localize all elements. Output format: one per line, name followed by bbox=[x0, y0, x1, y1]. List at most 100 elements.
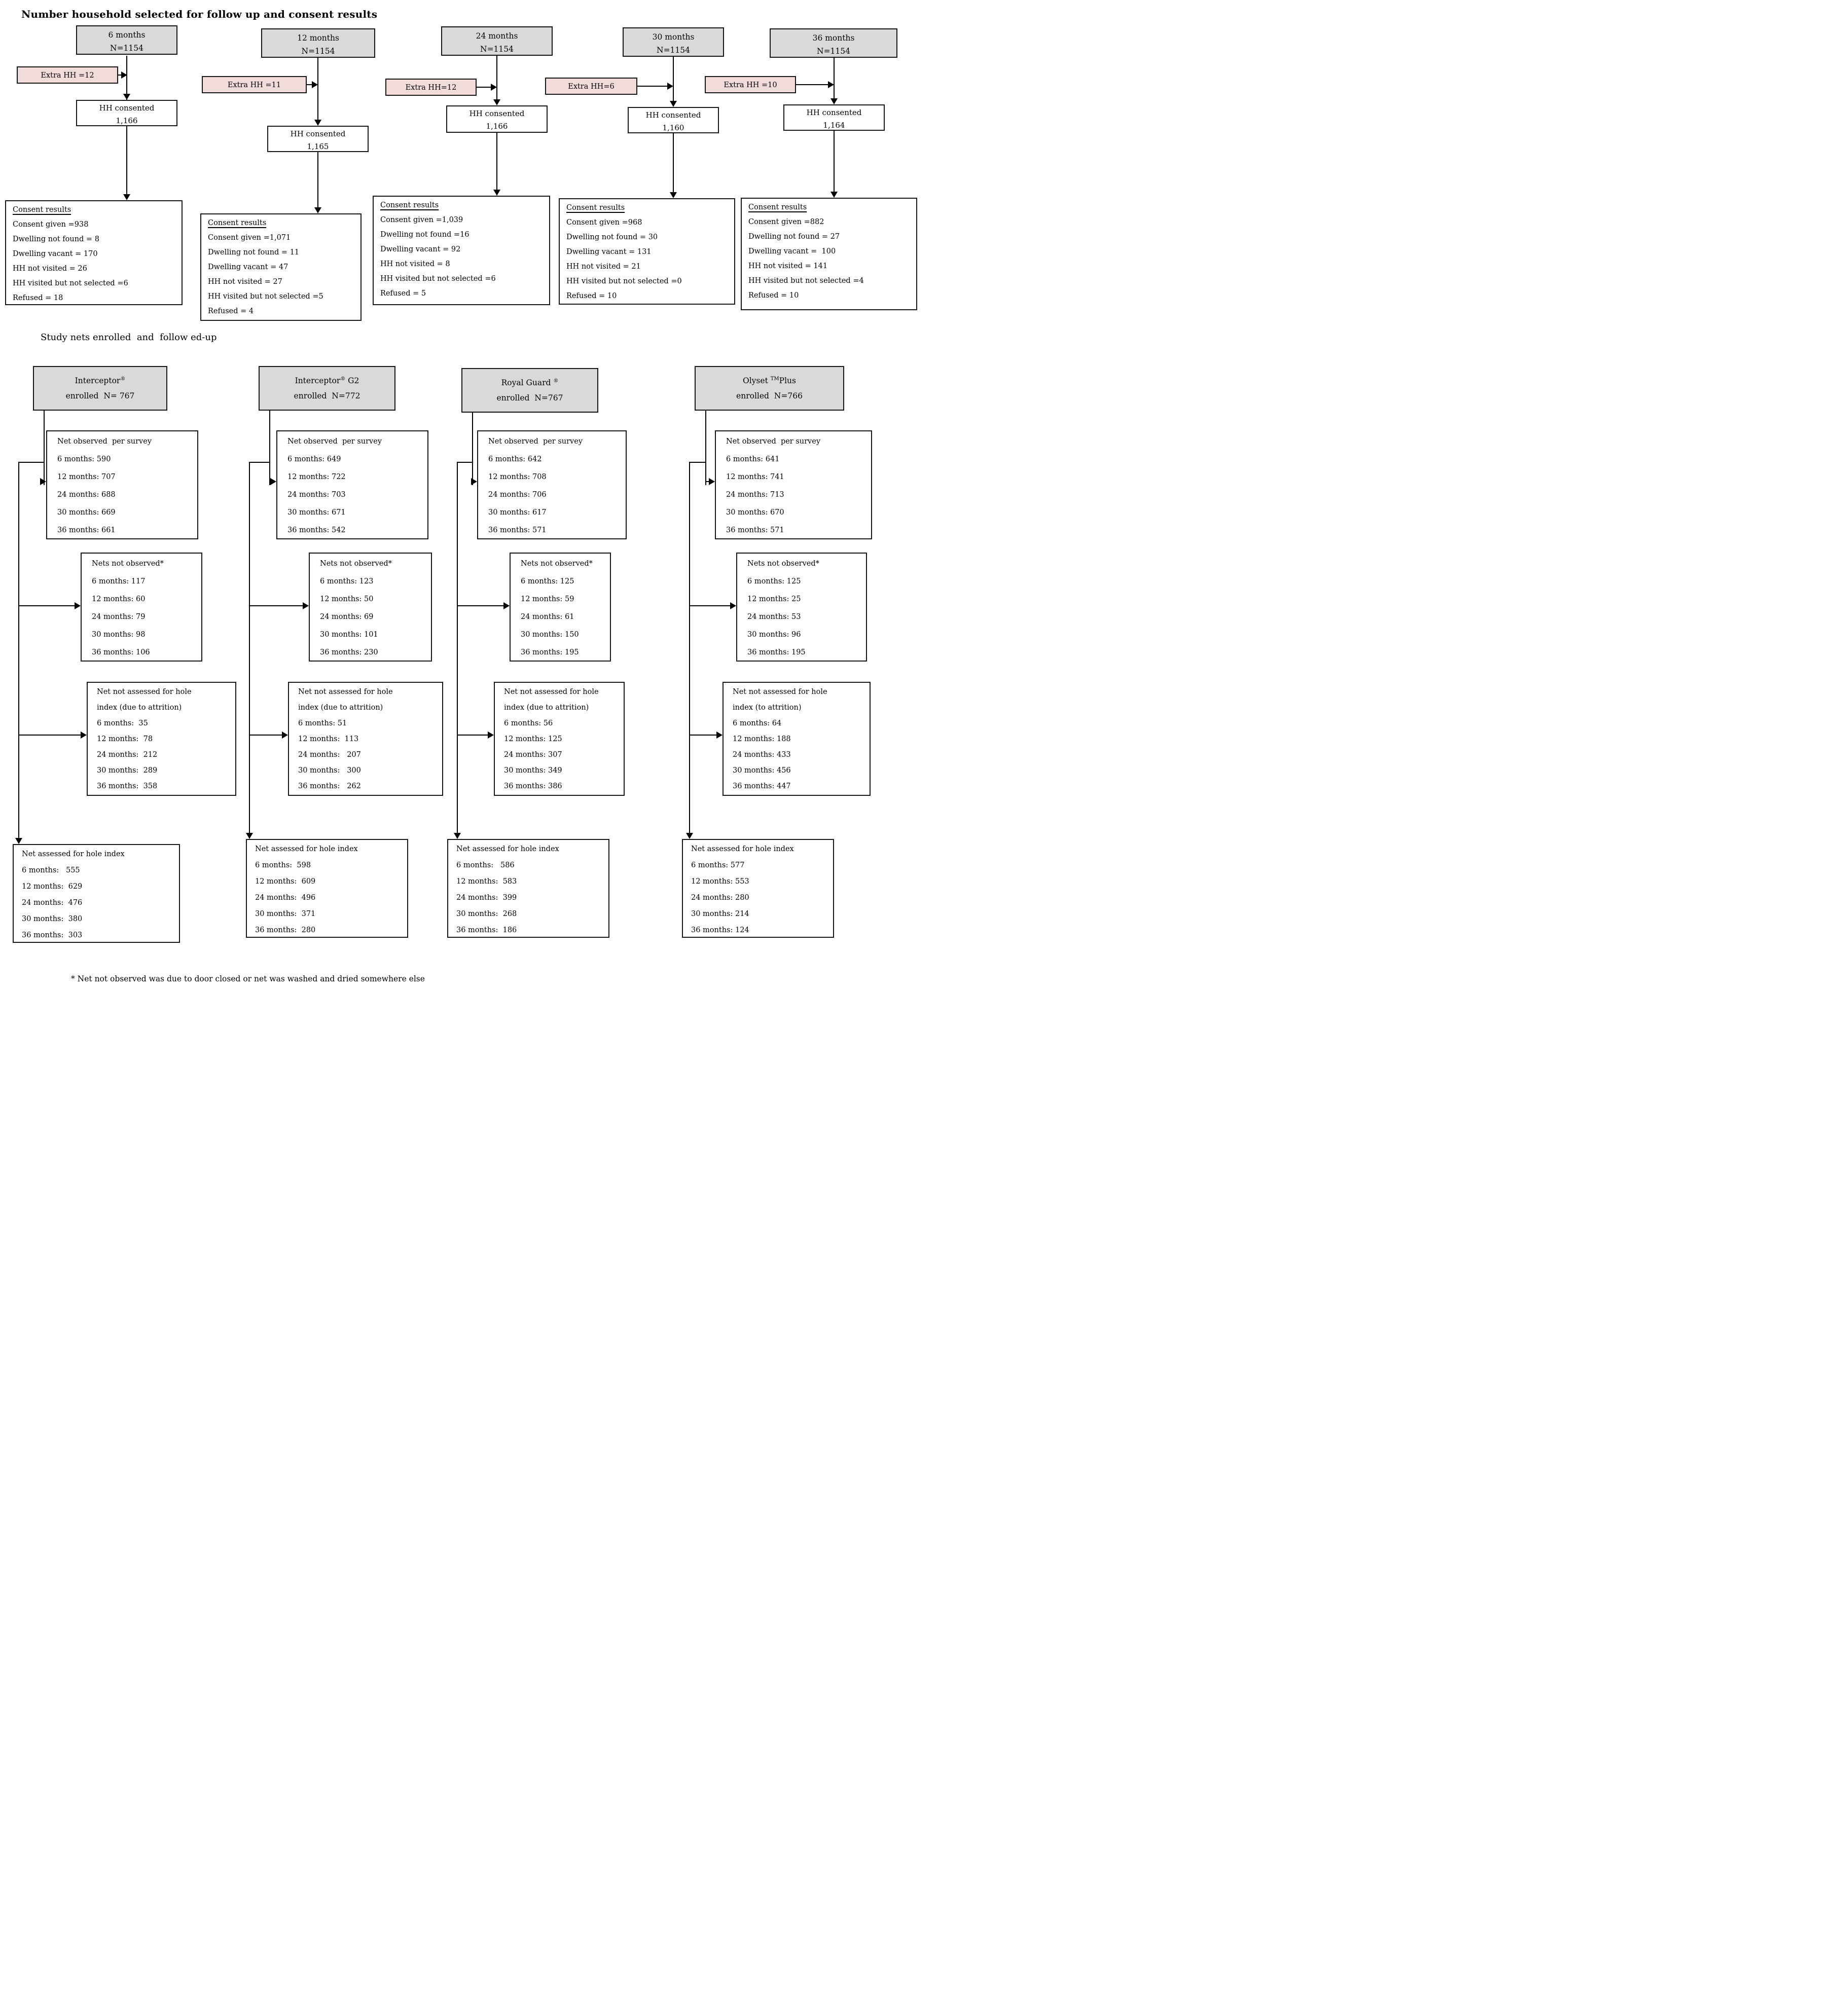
timepoint-n: N=1154 bbox=[480, 45, 514, 54]
data-line: 12 months: 188 bbox=[733, 735, 791, 743]
flow-line bbox=[249, 462, 250, 833]
flow-line bbox=[796, 84, 828, 85]
consent-line: Consent given =1,039 bbox=[380, 216, 463, 224]
data-line: 30 months: 214 bbox=[691, 910, 749, 918]
hh-consented-box: HH consented 1,164 bbox=[783, 104, 885, 131]
data-line: 36 months: 358 bbox=[97, 782, 158, 790]
brand-label: Interceptor® G2 bbox=[295, 376, 359, 385]
data-line: 6 months: 555 bbox=[22, 866, 80, 874]
arrowhead-down-icon bbox=[830, 192, 838, 198]
consent-line: HH visited but not selected =4 bbox=[748, 277, 864, 285]
box-title: Net not assessed for hole bbox=[298, 688, 393, 696]
flow-line bbox=[472, 413, 473, 485]
enrolled-label: enrolled N=772 bbox=[294, 391, 360, 400]
consent-line: Dwelling not found = 30 bbox=[566, 233, 658, 241]
data-line: 30 months: 669 bbox=[57, 508, 116, 517]
data-line: 24 months: 307 bbox=[504, 751, 562, 759]
consent-line: Dwelling vacant = 100 bbox=[748, 247, 836, 255]
data-line: 30 months: 380 bbox=[22, 915, 83, 923]
flow-line bbox=[705, 481, 709, 482]
hh-consented-box: HH consented 1,166 bbox=[76, 100, 177, 126]
flow-line bbox=[834, 58, 835, 98]
flow-line bbox=[317, 58, 318, 120]
data-line: 30 months: 101 bbox=[320, 631, 378, 639]
consent-results-box: Consent results Consent given =1,071 Dwe… bbox=[200, 213, 362, 321]
nets-not-observed-box: Nets not observed* 6 months: 125 12 mont… bbox=[736, 553, 867, 662]
arrowhead-down-icon bbox=[454, 833, 461, 839]
data-line: 12 months: 125 bbox=[504, 735, 562, 743]
trademark-icon: ® bbox=[340, 376, 346, 382]
data-line: 24 months: 69 bbox=[320, 613, 374, 621]
flow-line bbox=[496, 133, 497, 190]
timepoint-box-30months: 30 months N=1154 bbox=[623, 27, 724, 57]
data-line: 36 months: 571 bbox=[488, 526, 547, 534]
net-observed-box: Net observed per survey 6 months: 649 12… bbox=[276, 430, 428, 539]
flow-line bbox=[457, 605, 503, 606]
consent-line: Refused = 10 bbox=[566, 292, 617, 300]
nets-not-observed-box: Nets not observed* 6 months: 117 12 mont… bbox=[81, 553, 202, 662]
data-line: 12 months: 50 bbox=[320, 595, 374, 603]
data-line: 12 months: 629 bbox=[22, 883, 83, 891]
consent-results-heading: Consent results bbox=[13, 206, 71, 214]
data-line: 36 months: 195 bbox=[747, 648, 806, 656]
nets-not-observed-box: Nets not observed* 6 months: 123 12 mont… bbox=[309, 553, 432, 662]
data-line: 30 months: 349 bbox=[504, 766, 562, 775]
consent-line: Dwelling vacant = 131 bbox=[566, 248, 652, 256]
data-line: 24 months: 433 bbox=[733, 751, 791, 759]
hh-consented-box: HH consented 1,160 bbox=[628, 107, 719, 133]
data-line: 36 months: 280 bbox=[255, 926, 316, 934]
consent-line: Dwelling vacant = 47 bbox=[208, 263, 288, 271]
extra-hh-label: Extra HH =10 bbox=[724, 81, 777, 89]
arrowhead-down-icon bbox=[830, 98, 838, 104]
data-line: 36 months: 571 bbox=[726, 526, 784, 534]
consent-line: Dwelling not found = 11 bbox=[208, 248, 300, 256]
arrowhead-right-icon bbox=[716, 731, 723, 739]
data-line: 30 months: 456 bbox=[733, 766, 791, 775]
data-line: 36 months: 106 bbox=[92, 648, 150, 656]
consent-line: Dwelling vacant = 170 bbox=[13, 250, 98, 258]
data-line: 36 months: 124 bbox=[691, 926, 749, 934]
net-not-assessed-box: Net not assessed for hole index (due to … bbox=[288, 682, 443, 796]
box-title: Net not assessed for hole bbox=[97, 688, 192, 696]
hh-consented-box: HH consented 1,166 bbox=[446, 105, 548, 133]
data-line: 36 months: 661 bbox=[57, 526, 116, 534]
box-title: index (due to attrition) bbox=[504, 704, 589, 712]
data-line: 36 months: 262 bbox=[298, 782, 361, 790]
data-line: 12 months: 78 bbox=[97, 735, 153, 743]
hh-consented-value: 1,164 bbox=[823, 121, 845, 130]
data-line: 6 months: 117 bbox=[92, 577, 146, 585]
box-title: Net not assessed for hole bbox=[504, 688, 599, 696]
data-line: 36 months: 186 bbox=[456, 926, 517, 934]
box-title: index (to attrition) bbox=[733, 704, 802, 712]
hh-consented-label: HH consented bbox=[645, 111, 701, 120]
data-line: 24 months: 713 bbox=[726, 491, 784, 499]
consent-line: Consent given =968 bbox=[566, 218, 642, 227]
extra-hh-box: Extra HH =10 bbox=[705, 76, 796, 93]
flow-line bbox=[126, 126, 127, 194]
data-line: 36 months: 303 bbox=[22, 931, 83, 939]
data-line: 12 months: 609 bbox=[255, 877, 316, 886]
flow-line bbox=[834, 131, 835, 192]
trademark-icon: ® bbox=[553, 378, 559, 384]
consent-line: HH not visited = 21 bbox=[566, 263, 641, 271]
brand-label: Royal Guard ® bbox=[501, 378, 559, 387]
enrolled-label: enrolled N= 767 bbox=[65, 391, 135, 400]
flow-line bbox=[689, 462, 706, 463]
data-line: 6 months: 577 bbox=[691, 861, 745, 869]
timepoint-box-6months: 6 months N=1154 bbox=[76, 25, 177, 55]
data-line: 30 months: 371 bbox=[255, 910, 316, 918]
hh-consented-value: 1,166 bbox=[116, 116, 138, 125]
net-observed-box: Net observed per survey 6 months: 642 12… bbox=[477, 430, 627, 539]
enrolled-label: enrolled N=767 bbox=[496, 393, 563, 402]
data-line: 30 months: 268 bbox=[456, 910, 517, 918]
net-brand-box-royal-guard: Royal Guard ® enrolled N=767 bbox=[461, 368, 598, 413]
box-title: Nets not observed* bbox=[320, 560, 392, 568]
consent-line: Refused = 18 bbox=[13, 294, 63, 302]
net-observed-box: Net observed per survey 6 months: 641 12… bbox=[715, 430, 872, 539]
data-line: 30 months: 98 bbox=[92, 631, 146, 639]
flow-line bbox=[689, 605, 730, 606]
box-title: index (due to attrition) bbox=[298, 704, 383, 712]
consent-line: Dwelling not found =16 bbox=[380, 231, 469, 239]
consent-line: HH not visited = 27 bbox=[208, 278, 282, 286]
flow-line bbox=[496, 56, 497, 99]
